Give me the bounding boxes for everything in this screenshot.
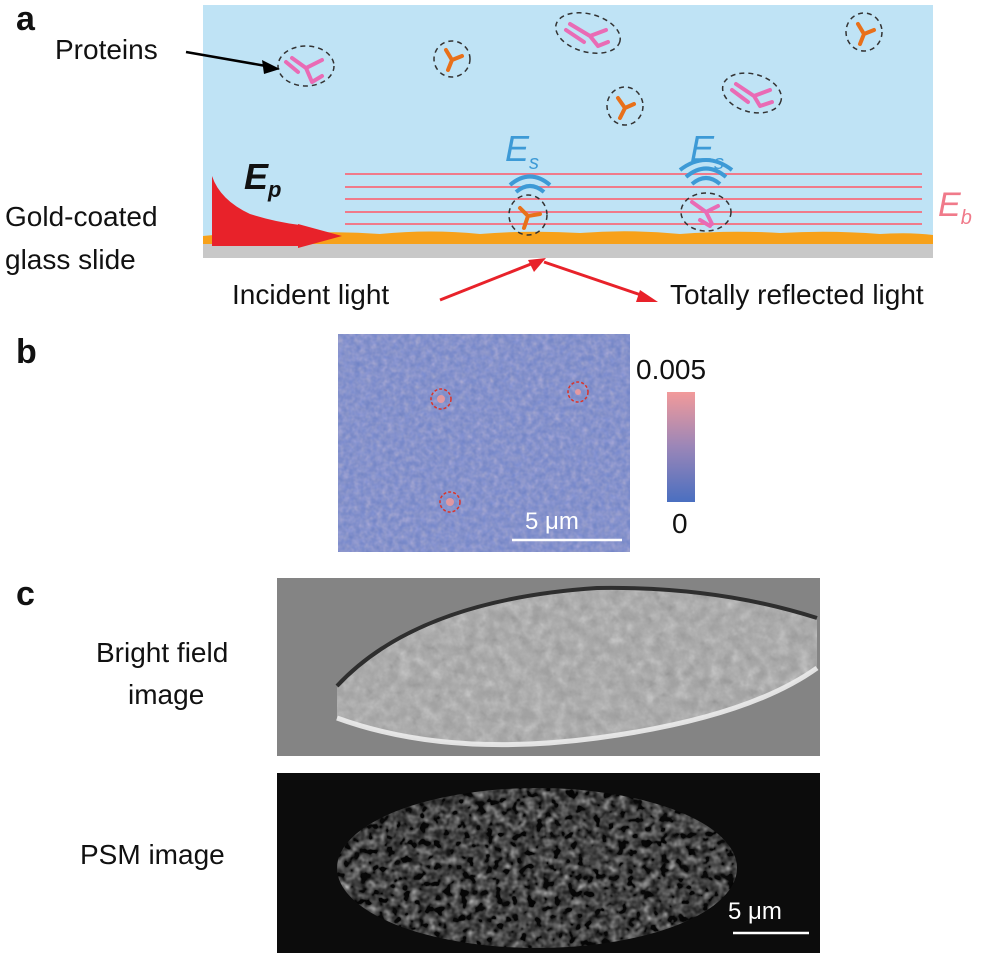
panel-a-letter: a	[16, 0, 35, 38]
scale-bar-c-label: 5 μm	[728, 898, 782, 925]
psm-image-label: PSM image	[80, 839, 225, 870]
psm-snapshot-image	[338, 334, 630, 552]
bright-field-label-line2: image	[128, 679, 205, 710]
cell-top-edge	[335, 585, 818, 688]
detected-particles	[430, 381, 589, 513]
protein-pink	[284, 22, 774, 228]
incident-light-label: Incident light	[232, 279, 390, 310]
proteins-pointer-head	[262, 60, 280, 74]
es-wave-1	[508, 174, 552, 194]
slide-label-line1: Gold-coated	[5, 201, 158, 232]
ep-label: Ep	[244, 156, 282, 202]
protein-outlines	[277, 12, 883, 236]
es-wave-2	[678, 158, 734, 186]
bright-field-label-line1: Bright field	[96, 637, 229, 668]
reflected-light-arrowhead	[636, 290, 658, 302]
field-lines	[345, 173, 922, 225]
gold-layer	[203, 231, 933, 244]
evanescent-field-shape	[212, 176, 300, 246]
colorbar-min-label: 0	[672, 508, 688, 539]
es-label-2: Es	[690, 128, 725, 174]
proteins-label: Proteins	[55, 34, 158, 65]
panel-a-diagram	[185, 5, 933, 302]
es-label-1: Es	[505, 128, 540, 174]
reflected-light-label: Totally reflected light	[670, 279, 924, 310]
protein-orange	[444, 22, 876, 230]
water-region	[203, 5, 933, 243]
light-path	[439, 260, 645, 302]
proteins-pointer-line	[185, 50, 267, 68]
scale-bar-b-label: 5 μm	[525, 508, 579, 535]
cell-bottom-edge	[336, 665, 819, 748]
eb-label: Eb	[938, 186, 972, 229]
panel-c-letter: c	[16, 575, 35, 613]
incident-light-arrowhead	[528, 258, 546, 272]
incident-arrow-head	[298, 224, 342, 248]
panel-b-letter: b	[16, 333, 37, 371]
slide-label-line2: glass slide	[5, 244, 136, 275]
glass-slide	[203, 244, 933, 258]
colorbar	[667, 392, 695, 502]
psm-image	[277, 773, 820, 953]
colorbar-max-label: 0.005	[636, 354, 707, 385]
bright-field-image	[277, 578, 820, 756]
